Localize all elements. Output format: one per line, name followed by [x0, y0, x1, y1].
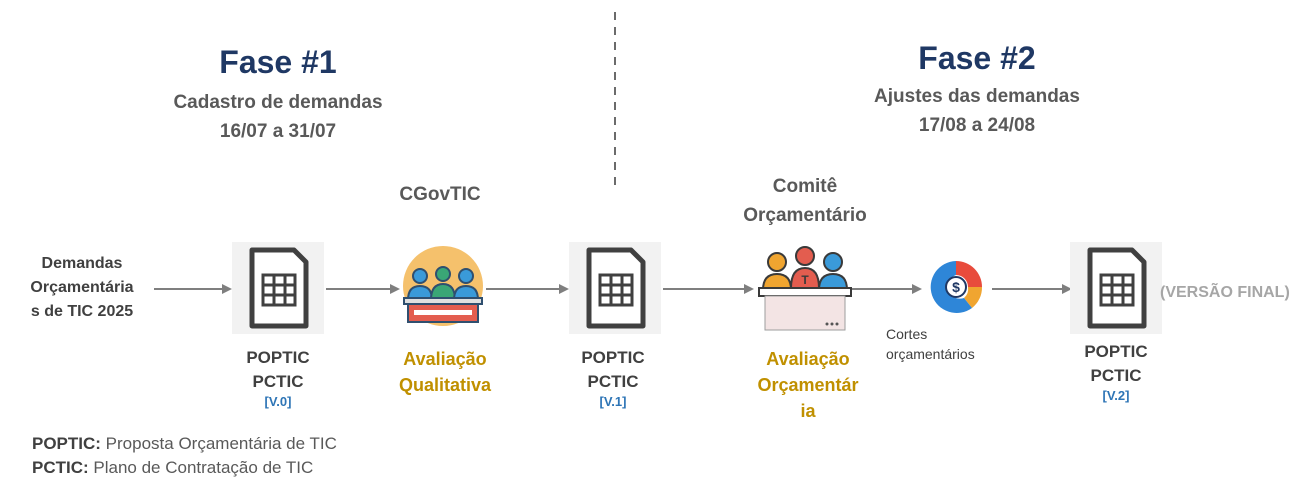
phase2-subtitle: Ajustes das demandas: [874, 86, 1080, 107]
start-label-line1: Demandas: [41, 255, 123, 272]
comite-title: Comitê Orçamentário: [710, 172, 900, 230]
spreadsheet-icon: [1070, 242, 1162, 334]
cortes-line1: Cortes: [886, 326, 928, 342]
phase1-subtitle: Cadastro de demandas: [173, 92, 383, 113]
phase1-title: Fase #1: [219, 44, 337, 80]
cortes-label: Cortes orçamentários: [886, 324, 1026, 364]
legend-item-pctic: PCTIC: Plano de Contratação de TIC: [32, 456, 337, 480]
comite-title-line1: Comitê: [772, 176, 838, 197]
legend-key-poptic: POPTIC:: [32, 434, 101, 453]
legend-key-pctic: PCTIC:: [32, 458, 89, 477]
start-label-line3: s de TIC 2025: [30, 303, 134, 320]
doc-v2-label: POPTIC PCTIC [V.2]: [1056, 340, 1176, 404]
doc-v0-line1: POPTIC: [246, 348, 310, 367]
doc-v0-label: POPTIC PCTIC [V.0]: [218, 346, 338, 410]
eval-orc-line2: Orçamentár: [757, 375, 859, 395]
doc-v0-line2: PCTIC: [252, 372, 304, 391]
svg-text:T: T: [801, 273, 809, 287]
doc-v2-version: [V.2]: [1102, 388, 1130, 403]
start-label-line2: Orçamentária: [30, 279, 134, 296]
doc-v0-version: [V.0]: [264, 394, 292, 409]
cortes-line2: orçamentários: [886, 346, 975, 362]
legend-item-poptic: POPTIC: Proposta Orçamentária de TIC: [32, 432, 337, 456]
cgovtic-title: CGovTIC: [399, 184, 481, 205]
start-label: Demandas Orçamentária s de TIC 2025: [12, 252, 152, 324]
budget-committee-icon: T: [758, 246, 852, 331]
legend: POPTIC: Proposta Orçamentária de TIC PCT…: [32, 432, 337, 480]
budget-cuts-icon: $: [930, 261, 983, 313]
legend-text-pctic: Plano de Contratação de TIC: [88, 458, 314, 477]
legend-text-poptic: Proposta Orçamentária de TIC: [100, 434, 337, 453]
eval-qualitativa-label: Avaliação Qualitativa: [370, 346, 520, 398]
doc-v2-line2: PCTIC: [1090, 366, 1142, 385]
phase2-title: Fase #2: [918, 40, 1036, 76]
phase2-dates: 17/08 a 24/08: [918, 115, 1036, 136]
eval-orcamentaria-label: Avaliação Orçamentár ia: [728, 346, 888, 424]
doc-v1-version: [V.1]: [599, 394, 627, 409]
eval-qual-line1: Avaliação: [403, 349, 487, 369]
doc-v1-label: POPTIC PCTIC [V.1]: [553, 346, 673, 410]
phase2-header: Fase #2 Ajustes das demandas 17/08 a 24/…: [817, 40, 1137, 140]
eval-qual-line2: Qualitativa: [398, 375, 492, 395]
eval-orc-line1: Avaliação: [766, 349, 850, 369]
eval-orc-line3: ia: [800, 401, 816, 421]
final-version-label: (VERSÃO FINAL): [1160, 284, 1290, 301]
phase1-header: Fase #1 Cadastro de demandas 16/07 a 31/…: [118, 44, 438, 146]
phase1-dates: 16/07 a 31/07: [219, 121, 337, 142]
doc-v1-line2: PCTIC: [587, 372, 639, 391]
svg-text:$: $: [952, 279, 960, 295]
spreadsheet-icon: [569, 242, 661, 334]
spreadsheet-icon: [232, 242, 324, 334]
doc-v1-line1: POPTIC: [581, 348, 645, 367]
committee-meeting-icon: [403, 246, 483, 326]
comite-title-line2: Orçamentário: [743, 205, 867, 226]
doc-v2-line1: POPTIC: [1084, 342, 1148, 361]
